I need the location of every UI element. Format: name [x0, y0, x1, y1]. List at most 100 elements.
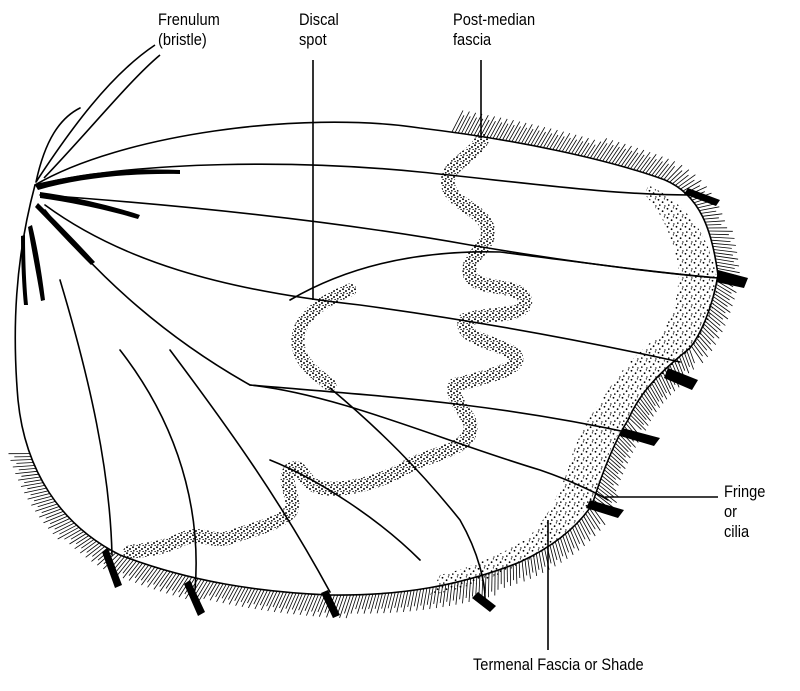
cilium — [574, 141, 584, 155]
cilium — [221, 584, 230, 599]
cilium — [461, 116, 471, 134]
cilium — [488, 573, 490, 598]
cilium — [216, 584, 227, 602]
cilium — [663, 166, 676, 180]
cilium — [546, 129, 558, 149]
cilium — [680, 179, 695, 190]
cilium — [470, 113, 483, 136]
cilium — [527, 558, 531, 579]
cilium — [616, 440, 629, 453]
cilium — [549, 134, 559, 150]
cilium — [518, 562, 521, 579]
cilium — [627, 152, 639, 169]
cilium — [562, 535, 569, 553]
cilium — [521, 560, 525, 582]
cilium — [350, 594, 358, 614]
cilium — [642, 154, 657, 173]
cilium — [612, 448, 629, 464]
cilium — [633, 154, 645, 170]
cilium — [54, 520, 73, 530]
cilium — [524, 559, 528, 576]
cilium — [639, 156, 651, 172]
cilium — [227, 585, 237, 600]
cilium — [543, 133, 553, 148]
cilium — [465, 579, 468, 599]
cilium — [700, 210, 717, 214]
cilium — [552, 131, 564, 150]
cilium — [617, 145, 632, 166]
cilium — [122, 560, 137, 579]
frenulum-label-line2: (bristle) — [158, 30, 207, 49]
discal-spot — [291, 283, 357, 392]
cilium — [30, 490, 49, 496]
discal-spot-label-line2: spot — [299, 30, 327, 49]
cilium — [407, 590, 412, 607]
cilium — [568, 139, 578, 154]
cilium — [631, 411, 644, 425]
cilium — [49, 515, 68, 525]
cilium — [178, 576, 190, 593]
cilium — [655, 378, 668, 400]
cilium — [146, 567, 159, 583]
cilium — [536, 131, 546, 147]
cilium — [697, 204, 713, 209]
cilium — [147, 568, 162, 588]
cilium — [713, 293, 733, 307]
cilium — [361, 594, 367, 610]
cilium — [394, 592, 399, 608]
cilium — [511, 126, 521, 142]
cilium — [715, 258, 734, 263]
cilium — [672, 169, 690, 185]
cilium — [577, 137, 589, 156]
cilium — [446, 583, 450, 602]
cilium — [581, 518, 591, 535]
cilium — [641, 395, 653, 411]
cilium — [478, 575, 481, 596]
cilium — [18, 468, 36, 471]
cilium — [241, 588, 252, 607]
cilium — [709, 233, 729, 236]
cilium — [27, 493, 50, 500]
cilium — [527, 125, 539, 145]
cilium — [608, 146, 620, 164]
fringe-label: Fringe or cilia — [724, 482, 765, 542]
cilium — [70, 531, 85, 540]
cilium — [153, 569, 165, 585]
cilium — [630, 149, 645, 170]
post-median-fascia-label-line2: fascia — [453, 30, 492, 49]
cilium — [222, 585, 233, 604]
cilium — [74, 537, 92, 550]
cilium — [615, 442, 631, 459]
cilium — [116, 558, 131, 576]
cilium — [472, 577, 475, 597]
cilium — [134, 564, 150, 584]
fringe-label-line2: or — [724, 502, 738, 521]
cilium — [505, 124, 515, 141]
cilium — [653, 380, 664, 398]
cilium — [697, 335, 713, 352]
cilium — [128, 562, 143, 581]
cilium — [286, 592, 297, 614]
cilium — [396, 591, 402, 613]
cilium — [439, 585, 443, 603]
cilium — [712, 299, 731, 313]
cilium — [699, 332, 711, 345]
frenulum-leader-2 — [43, 54, 161, 179]
cilium — [711, 302, 726, 314]
cilium — [587, 510, 601, 531]
cilium — [651, 383, 664, 404]
cilium — [208, 582, 218, 596]
cilium — [455, 581, 459, 605]
cilium — [422, 588, 428, 610]
cilium — [140, 565, 153, 581]
cilium — [502, 120, 514, 141]
cilium — [420, 588, 425, 606]
cilium — [713, 249, 738, 253]
cilium — [576, 522, 586, 540]
cilium — [611, 143, 626, 164]
cilium — [312, 594, 323, 617]
cilium — [64, 529, 82, 540]
cilium — [483, 116, 495, 138]
